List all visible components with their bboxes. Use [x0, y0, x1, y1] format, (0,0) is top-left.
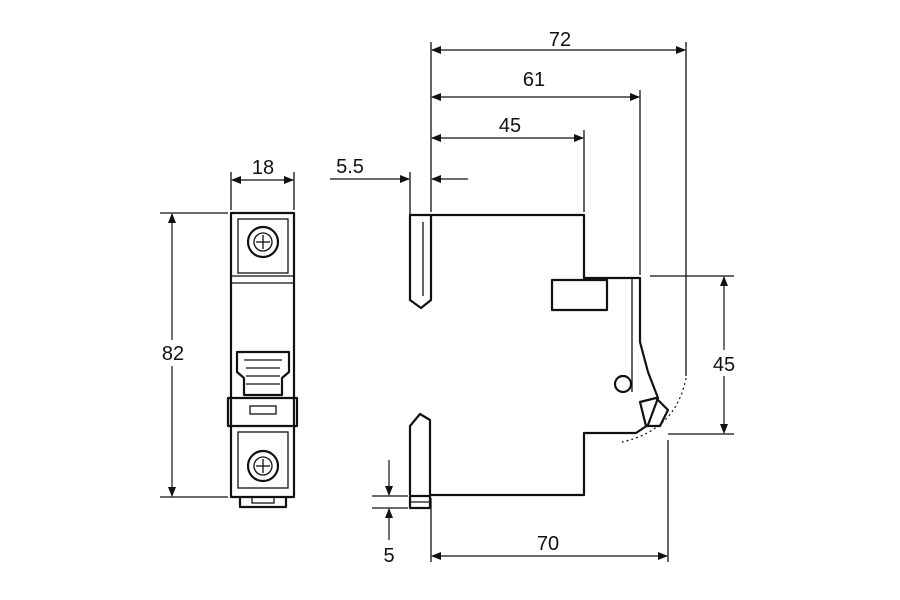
dim-base-depth: 70 — [537, 533, 559, 555]
dim-cover-height: 45 — [713, 354, 735, 376]
front-view: 18 82 — [155, 157, 299, 509]
dim-depth-45: 45 — [499, 115, 521, 137]
lower-terminal-screw — [246, 449, 280, 483]
upper-terminal-screw — [246, 225, 280, 259]
toggle-handle — [235, 350, 291, 397]
dim-front-height: 82 — [162, 343, 184, 365]
side-view: 72 61 45 5.5 45 70 5 — [330, 29, 742, 567]
dim-depth-61: 61 — [523, 69, 545, 91]
dim-front-width: 18 — [252, 157, 274, 179]
dim-rail-step: 5 — [383, 545, 394, 567]
dim-offset: 5.5 — [336, 156, 364, 178]
dim-overall-depth: 72 — [549, 29, 571, 51]
